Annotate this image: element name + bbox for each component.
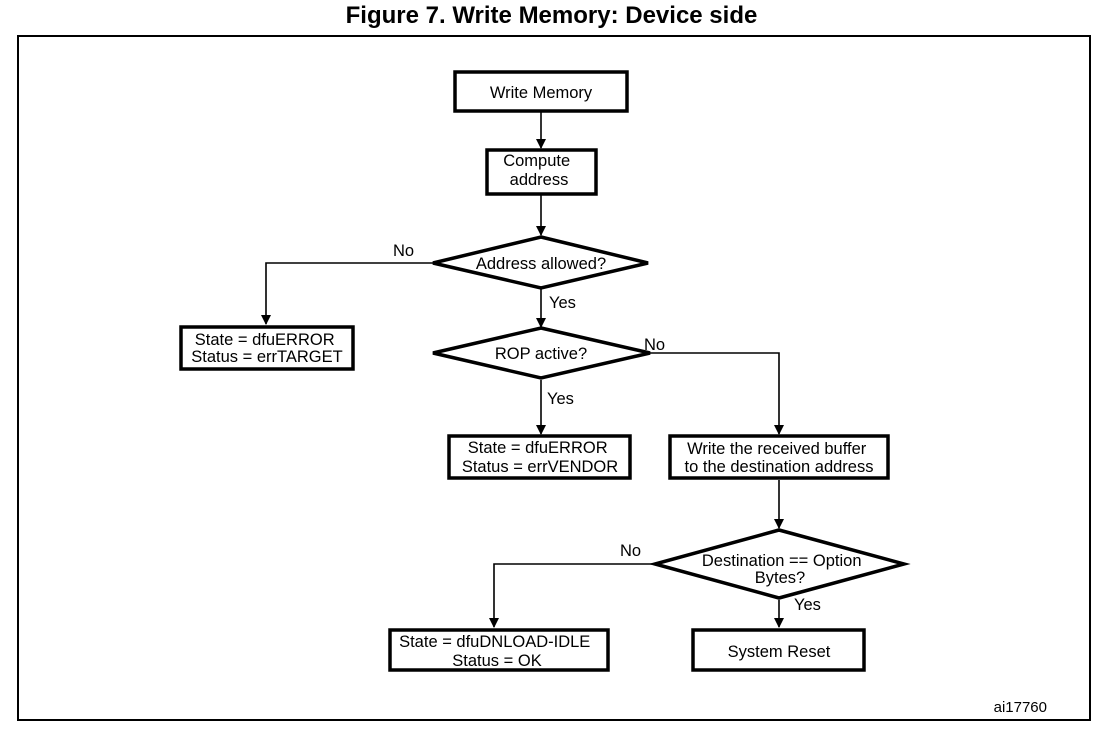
edge-label-dest-yes: Yes — [794, 596, 821, 614]
diamond-destination-option-bytes — [648, 528, 911, 600]
box-compute-address — [485, 148, 598, 196]
diamond-address-allowed — [432, 235, 649, 290]
figure-title: Figure 7. Write Memory: Device side — [345, 2, 758, 29]
edge-label-address-no: No — [393, 242, 414, 260]
label-write-memory: Write Memory — [490, 84, 593, 102]
label-dnload-idle: State = dfuDNLOAD-IDLE Status = OK — [399, 633, 595, 670]
label-error-vendor: State = dfuERROR Status = errVENDOR — [462, 439, 618, 476]
box-dnload-idle — [388, 628, 610, 672]
figure-ref-id: ai17760 — [994, 699, 1047, 716]
edge-label-dest-no: No — [620, 542, 641, 560]
diagram-frame — [17, 35, 1091, 721]
box-write-buffer — [668, 434, 890, 480]
box-system-reset — [691, 628, 866, 672]
label-address-allowed: Address allowed? — [476, 255, 606, 273]
label-rop-active: ROP active? — [495, 345, 587, 363]
edge-address-no — [261, 262, 433, 325]
edge-label-rop-yes: Yes — [547, 390, 574, 408]
edge-label-rop-no: No — [644, 336, 665, 354]
label-destination-option-bytes: Destination == Option Bytes? — [702, 552, 866, 587]
edge-rop-no — [650, 352, 784, 435]
edge-dest-no — [489, 563, 655, 628]
box-error-vendor — [447, 434, 632, 480]
label-compute-address: Compute address — [503, 152, 575, 189]
edge-label-address-yes: Yes — [549, 294, 576, 312]
label-error-target: State = dfuERROR Status = errTARGET — [191, 331, 342, 366]
diamond-rop-active — [432, 326, 651, 380]
label-system-reset: System Reset — [728, 643, 831, 661]
label-write-buffer: Write the received buffer to the destina… — [685, 440, 874, 476]
box-error-target — [179, 325, 355, 371]
box-write-memory — [453, 70, 629, 113]
